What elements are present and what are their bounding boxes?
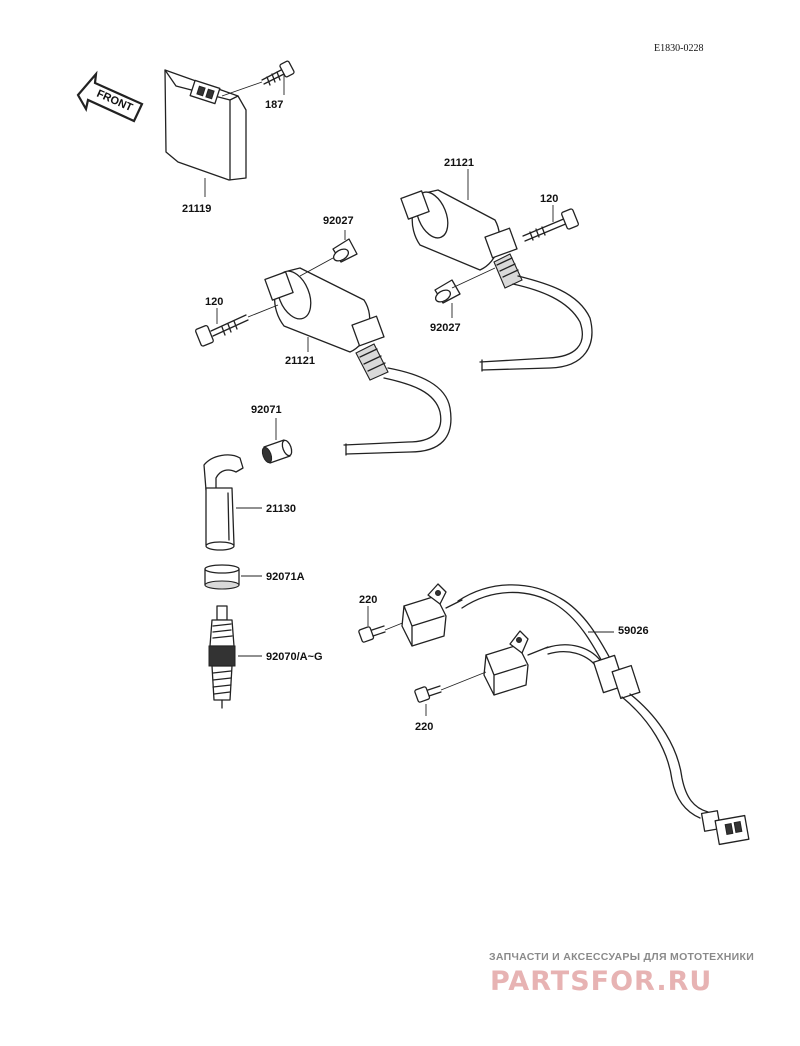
pickup-coil-upper [401, 583, 463, 647]
igniter-box [164, 69, 247, 181]
screw-220-upper [358, 621, 406, 643]
front-arrow-icon: FRONT [76, 70, 144, 123]
watermark-logo: PARTSFOR.RU [490, 966, 713, 997]
pickup-coil-lower [483, 630, 549, 696]
label-92027-front: 92027 [323, 215, 354, 227]
label-21119: 21119 [182, 203, 211, 215]
label-59026: 59026 [618, 625, 649, 637]
ignition-coil-rear [400, 189, 593, 372]
spark-plug [208, 605, 236, 709]
diagram-code: E1830-0228 [654, 43, 703, 54]
screw-220-lower [414, 671, 487, 703]
label-220-lower: 220 [415, 721, 433, 733]
cap-92027-front [299, 238, 358, 277]
label-92070: 92070/A~G [266, 651, 323, 663]
label-21130: 21130 [266, 503, 296, 515]
label-220-upper: 220 [359, 594, 377, 606]
label-21121-rear: 21121 [444, 157, 474, 169]
bolt-120-front [195, 304, 279, 347]
label-92071a: 92071A [266, 571, 305, 583]
ignition-coil-front [264, 267, 452, 456]
label-187: 187 [265, 99, 283, 111]
seal-ring-92071a [204, 564, 240, 590]
label-92071: 92071 [251, 404, 282, 416]
wiring-harness-59026 [457, 584, 750, 846]
label-21121-front: 21121 [285, 355, 315, 367]
label-120-rear: 120 [540, 193, 558, 205]
bolt-120-rear [522, 208, 579, 242]
label-120-front: 120 [205, 296, 223, 308]
cap-92027-rear [434, 267, 496, 304]
label-92027-rear: 92027 [430, 322, 461, 334]
grommet-92071 [261, 439, 293, 464]
bolt-187 [221, 60, 295, 97]
watermark-tagline: ЗАПЧАСТИ И АКСЕССУАРЫ ДЛЯ МОТОТЕХНИКИ [489, 951, 755, 963]
plug-cap-21130 [203, 454, 244, 551]
